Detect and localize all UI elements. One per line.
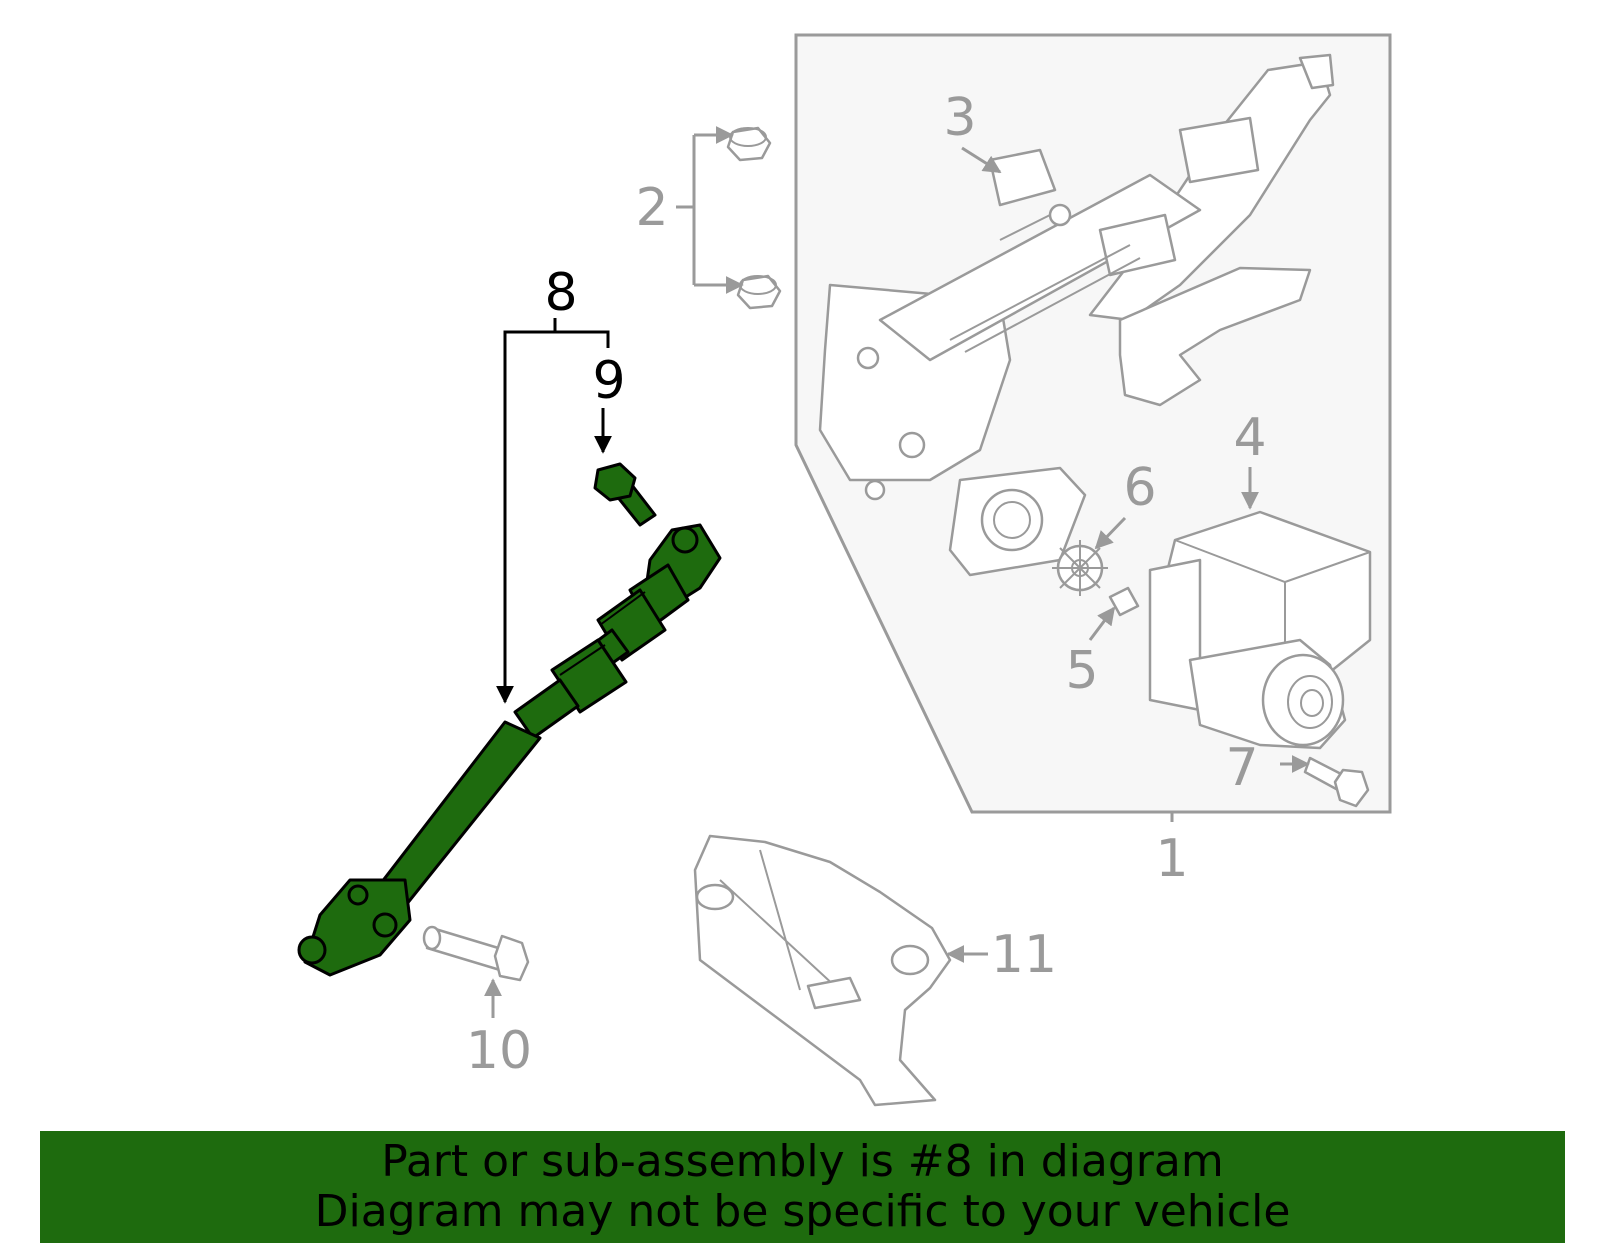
callout-11: 11 xyxy=(991,925,1057,985)
motor-assembly-part-4 xyxy=(1148,510,1372,750)
callout-7: 7 xyxy=(1225,738,1258,798)
callout-leaders xyxy=(484,126,1310,1018)
steering-column-part-3 xyxy=(818,53,1335,577)
callout-6: 6 xyxy=(1123,458,1156,518)
gear-part-6 xyxy=(1052,540,1108,596)
bolt-part-7 xyxy=(1303,756,1370,808)
bolt-part-9 xyxy=(593,462,657,527)
nut-parts-2 xyxy=(726,126,782,310)
callout-8: 8 xyxy=(544,263,577,323)
callout-9: 9 xyxy=(592,351,625,411)
callout-1: 1 xyxy=(1155,829,1188,889)
callout-5: 5 xyxy=(1065,641,1098,701)
intermediate-shaft-part-8 xyxy=(297,523,722,977)
bolt-part-10 xyxy=(422,925,530,982)
callout-3: 3 xyxy=(943,88,976,148)
banner-line-1: Part or sub-assembly is #8 in diagram xyxy=(381,1136,1224,1187)
highlight-notice-banner: Part or sub-assembly is #8 in diagram Di… xyxy=(40,1131,1565,1243)
bracket-part-11 xyxy=(693,834,952,1107)
callout-8-9-leaders xyxy=(496,318,612,704)
callout-10: 10 xyxy=(466,1021,532,1081)
banner-line-2: Diagram may not be specific to your vehi… xyxy=(314,1186,1291,1237)
callout-2: 2 xyxy=(635,178,668,238)
pin-part-5 xyxy=(1108,586,1140,617)
callout-4: 4 xyxy=(1233,408,1266,468)
